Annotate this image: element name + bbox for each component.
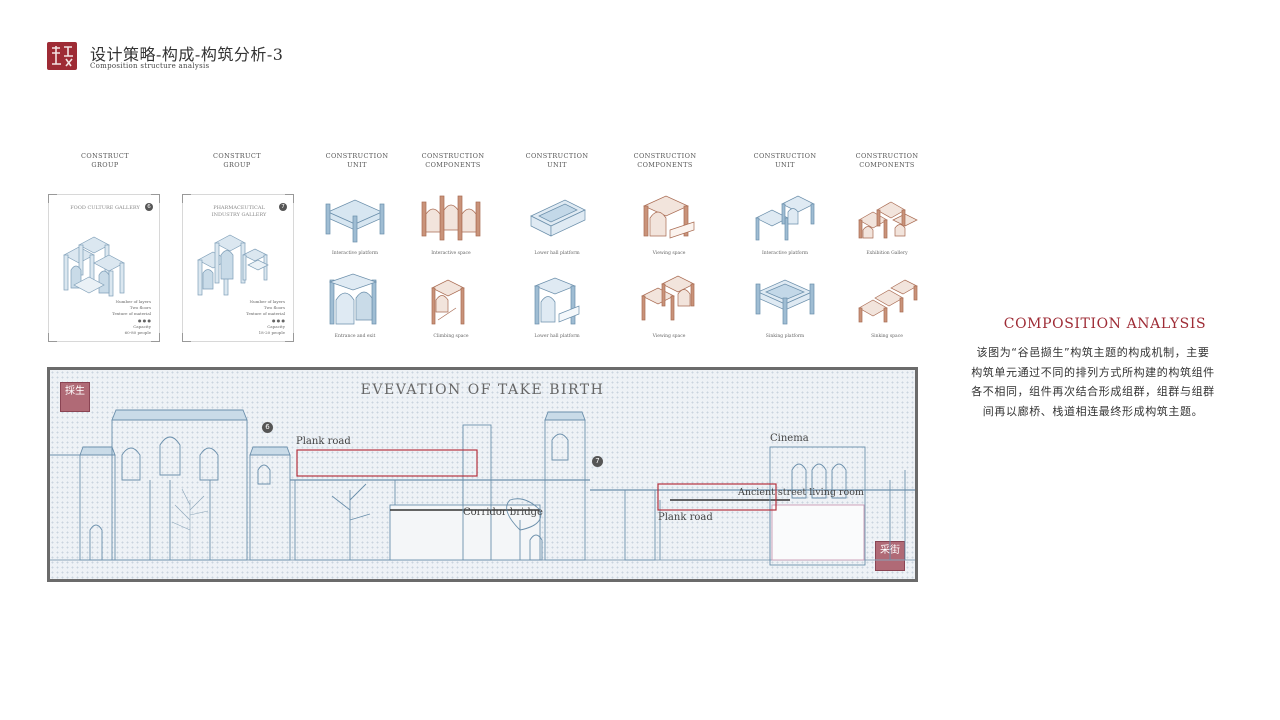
elevation-drawing (50, 409, 915, 566)
corridor-bridge-elevation (290, 411, 590, 561)
unit-label: Lower hall platform (534, 251, 580, 256)
unit-label: Viewing space (652, 334, 686, 339)
elevation-title: EVEVATION OF TAKE BIRTH (360, 382, 605, 398)
unit-label: Exhibition Gallery (866, 251, 908, 256)
component-exhibition-gallery-icon (858, 201, 918, 239)
seal-left-stamp: 採生 (60, 382, 90, 412)
elevation-panel: EVEVATION OF TAKE BIRTH 採生 采街 (47, 367, 918, 582)
page-title: 设计策略-构成-构筑分析-3 (90, 45, 284, 64)
label-cinema: Cinema (770, 433, 809, 444)
label-plank-road-1: Plank road (296, 436, 351, 447)
unit-interactive-platform-2-icon (755, 195, 815, 241)
cinema-elevation (769, 446, 866, 566)
group-title: PHARMACEUTICAL INDUSTRY GALLERY (211, 205, 267, 218)
unit-lower-hall-platform-2-icon (534, 277, 580, 325)
isometric-group-model-icon (197, 234, 269, 296)
group-number-badge: 7 (279, 203, 287, 211)
composition-analysis-body: 该图为“谷邑撷生”构筑主题的构成机制，主要 构筑单元通过不同的排列方式所构建的构… (971, 346, 1215, 418)
unit-sinking-platform-icon (755, 279, 815, 325)
unit-label: Interactive space (431, 251, 471, 256)
component-sinking-space-icon (858, 279, 918, 323)
isometric-group-model-icon (63, 236, 125, 297)
unit-label: Lower hall platform (534, 334, 580, 339)
unit-label: Climbing space (433, 334, 469, 339)
component-viewing-space-icon (643, 195, 695, 239)
label-ancient-street: Ancient street living room (738, 487, 864, 498)
group-card-pharmaceutical: PHARMACEUTICAL INDUSTRY GALLERY 7 Number… (182, 194, 294, 342)
red-seal-logo-icon (47, 42, 77, 70)
unit-label: Entrance and exit (334, 334, 376, 339)
composition-analysis-title: COMPOSITION ANALYSIS (1003, 316, 1207, 332)
unit-label: Sinking platform (765, 334, 805, 339)
number-badge-7: 7 (592, 456, 603, 467)
unit-interactive-platform-icon (325, 199, 385, 243)
label-plank-road-2: Plank road (658, 512, 713, 523)
unit-label: Viewing space (652, 251, 686, 256)
component-climbing-space-icon (431, 279, 465, 325)
number-badge-6: 6 (262, 422, 273, 433)
page-subtitle: Composition structure analysis (90, 62, 210, 70)
food-culture-gallery-elevation (50, 409, 291, 561)
label-corridor-bridge: Corridor bridge (463, 507, 543, 518)
unit-label: Interactive platform (762, 251, 808, 256)
unit-lower-hall-platform-icon (530, 199, 586, 237)
group-number-badge: 6 (145, 203, 153, 211)
unit-entrance-exit-icon (328, 273, 378, 325)
component-viewing-space-2-icon (641, 275, 695, 321)
unit-label: Sinking space (871, 334, 903, 339)
component-interactive-space-icon (421, 195, 481, 241)
unit-label: Interactive platform (332, 251, 378, 256)
group-title: FOOD CULTURE GALLERY (70, 205, 140, 211)
